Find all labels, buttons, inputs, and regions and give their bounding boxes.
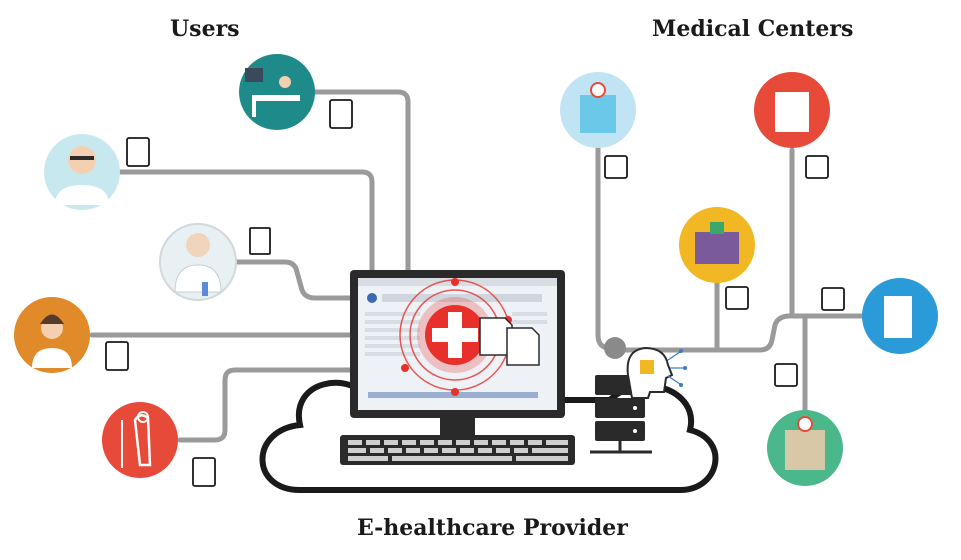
center-node-hospital-red — [754, 72, 830, 148]
user-node-nurse — [14, 297, 90, 373]
users-title: Users — [170, 16, 240, 42]
ai-head-icon — [626, 346, 687, 399]
medical-centers-title: Medical Centers — [652, 16, 854, 42]
hub-node — [604, 337, 626, 359]
user-node-patient-bed — [239, 54, 315, 130]
user-node-lab-technician — [159, 223, 237, 301]
center-lock-icons — [604, 155, 845, 387]
user-connections — [89, 89, 411, 443]
keyboard — [340, 435, 575, 465]
center-node-hospital-green — [767, 410, 843, 486]
user-document-icons — [105, 99, 353, 487]
monitor — [350, 270, 565, 438]
center-node-hospital-yellow — [679, 207, 755, 283]
center-node-hospital-blue — [862, 278, 938, 354]
provider-title: E-healthcare Provider — [357, 515, 628, 541]
center-node-clinic-light-blue — [560, 72, 636, 148]
user-node-elderly-patient — [102, 402, 178, 478]
user-node-doctor — [44, 134, 120, 210]
